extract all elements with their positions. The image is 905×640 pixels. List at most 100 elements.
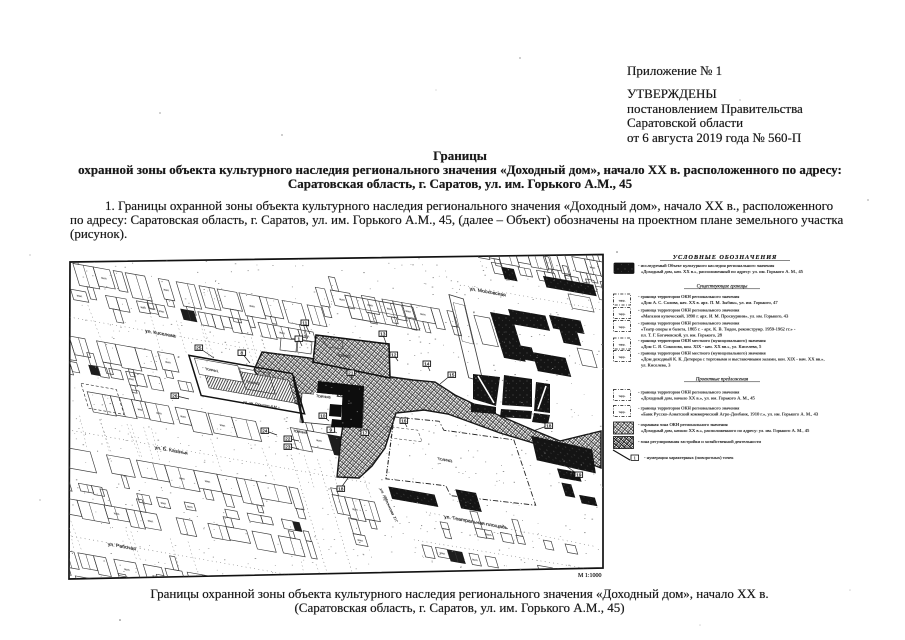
svg-text:жил: жил	[152, 574, 159, 579]
svg-text:жил: жил	[284, 595, 291, 600]
svg-text:ул. Б. Казачья: ул. Б. Казачья	[153, 445, 189, 457]
svg-text:терр.: терр.	[619, 410, 626, 414]
svg-text:«Доходный дом, нач. XX в.», ра: «Доходный дом, нач. XX в.», расположенны…	[641, 269, 804, 275]
svg-text:- исследуемый Объект культурно: - исследуемый Объект культурного наследи…	[638, 263, 775, 268]
svg-text:жил: жил	[485, 532, 492, 537]
svg-text:жил: жил	[156, 411, 163, 416]
svg-text:жил: жил	[179, 476, 186, 481]
svg-text:21: 21	[348, 371, 354, 377]
svg-text:«Магазин купеческий, 1890 г. а: «Магазин купеческий, 1890 г. арх. И. М. …	[641, 314, 789, 320]
svg-text:8: 8	[240, 351, 243, 357]
svg-text:ТОФ№2: ТОФ№2	[337, 353, 351, 359]
svg-text:жил: жил	[137, 407, 144, 412]
svg-text:жил: жил	[339, 297, 346, 302]
svg-text:терр.: терр.	[619, 355, 626, 359]
svg-text:жил: жил	[439, 551, 446, 556]
svg-text:М 1:1000: М 1:1000	[578, 573, 602, 579]
svg-text:жил: жил	[140, 305, 147, 310]
svg-text:ул. Киселева: ул. Киселева	[143, 328, 176, 339]
svg-text:ТОФ№45: ТОФ№45	[316, 394, 331, 400]
svg-text:13: 13	[380, 332, 386, 338]
svg-text:1: 1	[297, 337, 300, 343]
svg-text:15: 15	[449, 373, 455, 379]
svg-text:- граница территории ОКН регио: - граница территории ОКН регионального з…	[638, 308, 740, 313]
svg-text:жил: жил	[357, 538, 364, 543]
svg-text:16: 16	[401, 419, 407, 425]
svg-text:ул. Рабочая: ул. Рабочая	[106, 541, 137, 552]
svg-text:Существующие границы: Существующие границы	[697, 285, 749, 290]
svg-text:ТОФ№1: ТОФ№1	[205, 367, 219, 373]
svg-text:жил: жил	[76, 294, 83, 299]
svg-text:жил: жил	[48, 455, 55, 460]
svg-text:- граница территории ОКН регио: - граница территории ОКН регионального з…	[638, 321, 740, 326]
svg-text:26: 26	[172, 394, 178, 400]
svg-text:22: 22	[285, 437, 291, 443]
svg-text:жил: жил	[561, 573, 568, 578]
svg-text:пл. Т. Г. Богачевской, ул. им.: пл. Т. Г. Богачевской, ул. им. Горького,…	[641, 333, 723, 339]
svg-text:жил: жил	[163, 288, 170, 293]
svg-text:жил: жил	[420, 312, 427, 317]
svg-text:ул. им. Горького А.М.: ул. им. Горького А.М.	[242, 400, 278, 410]
svg-text:- граница территории ОКН регио: - граница территории ОКН регионального з…	[638, 406, 740, 411]
svg-text:жил: жил	[386, 306, 393, 311]
svg-text:жил: жил	[316, 438, 323, 443]
svg-text:жил: жил	[589, 265, 596, 270]
svg-text:«Театр оперы и балета, 1865 г.: «Театр оперы и балета, 1865 г. - арх. К.…	[641, 327, 796, 333]
svg-text:18: 18	[338, 487, 344, 493]
svg-text:«Банк Русско-Азиатский коммерч: «Банк Русско-Азиатский коммерческий Агро…	[641, 412, 819, 418]
svg-text:терр.: терр.	[619, 394, 626, 398]
svg-text:жил: жил	[219, 423, 226, 428]
svg-text:- зона регулирования застройки: - зона регулирования застройки и хозяйст…	[638, 439, 762, 444]
svg-text:жил: жил	[472, 557, 479, 562]
svg-text:УСЛОВНЫЕ ОБОЗНАЧЕНИЯ: УСЛОВНЫЕ ОБОЗНАЧЕНИЯ	[673, 254, 778, 261]
svg-text:«Доходный дом, начало XX в.»,: «Доходный дом, начало XX в.», расположен…	[641, 428, 810, 434]
svg-text:жил: жил	[405, 309, 412, 314]
svg-text:ТОФ№2: ТОФ№2	[246, 380, 260, 386]
svg-text:жил: жил	[187, 504, 194, 509]
svg-text:ул. Киселева, 3: ул. Киселева, 3	[641, 363, 671, 369]
svg-text:17: 17	[362, 431, 368, 437]
svg-text:жил: жил	[279, 330, 286, 335]
svg-text:25: 25	[196, 346, 202, 352]
svg-text:жил: жил	[147, 519, 154, 524]
svg-text:жил: жил	[171, 598, 178, 603]
svg-text:жил: жил	[149, 306, 156, 311]
svg-text:жил: жил	[160, 501, 167, 506]
svg-text:19: 19	[576, 473, 582, 479]
svg-text:жил: жил	[100, 276, 107, 281]
svg-text:жил: жил	[158, 309, 165, 314]
svg-text:жил: жил	[478, 247, 485, 252]
svg-text:Проектные предложения: Проектные предложения	[695, 378, 749, 383]
svg-text:10: 10	[320, 414, 326, 420]
svg-text:18: 18	[546, 424, 552, 430]
svg-text:жил: жил	[48, 269, 55, 274]
svg-text:- охранная зона ОКН региональн: - охранная зона ОКН регионального значен…	[638, 422, 729, 427]
svg-text:терр.: терр.	[619, 325, 626, 329]
svg-text:«Дом доходный К. К. Детерера с: «Дом доходный К. К. Детерера с торговыми…	[641, 357, 825, 363]
svg-text:жил: жил	[123, 567, 130, 572]
svg-text:- граница территории ОКН местн: - граница территории ОКН местного (муниц…	[638, 351, 766, 356]
svg-text:23: 23	[285, 445, 291, 451]
svg-text:1: 1	[634, 456, 637, 461]
svg-text:«Доходный дом, начало XX в.»,: «Доходный дом, начало XX в.», ул. им. Го…	[641, 396, 756, 402]
svg-text:- граница территории ОКН регио: - граница территории ОКН регионального з…	[638, 390, 740, 395]
svg-text:24: 24	[262, 429, 268, 435]
svg-text:«Дом А. С. Салова, нач. XX в.: «Дом А. С. Салова, нач. XX в. арх. П. М.…	[641, 300, 778, 306]
svg-text:жил: жил	[352, 507, 359, 512]
svg-text:терр.: терр.	[619, 312, 626, 316]
svg-text:жил: жил	[165, 360, 172, 365]
svg-text:жил: жил	[128, 377, 135, 382]
svg-text:«Дом С. Я. Соколова, кон. XIX: «Дом С. Я. Соколова, кон. XIX - нач. XX …	[641, 344, 762, 350]
svg-text:терр.: терр.	[619, 343, 626, 347]
svg-text:жил: жил	[214, 584, 221, 589]
svg-text:терр.: терр.	[619, 299, 626, 303]
svg-text:жил: жил	[40, 339, 47, 344]
svg-text:14: 14	[424, 362, 430, 368]
svg-text:жил: жил	[204, 479, 211, 484]
svg-text:жил: жил	[367, 303, 374, 308]
svg-text:жил: жил	[249, 304, 256, 309]
svg-text:- граница территории ОКН местн: - граница территории ОКН местного (муниц…	[638, 338, 766, 343]
svg-text:12: 12	[391, 353, 397, 359]
svg-text:жил: жил	[303, 334, 310, 339]
svg-text:жил: жил	[113, 511, 120, 516]
